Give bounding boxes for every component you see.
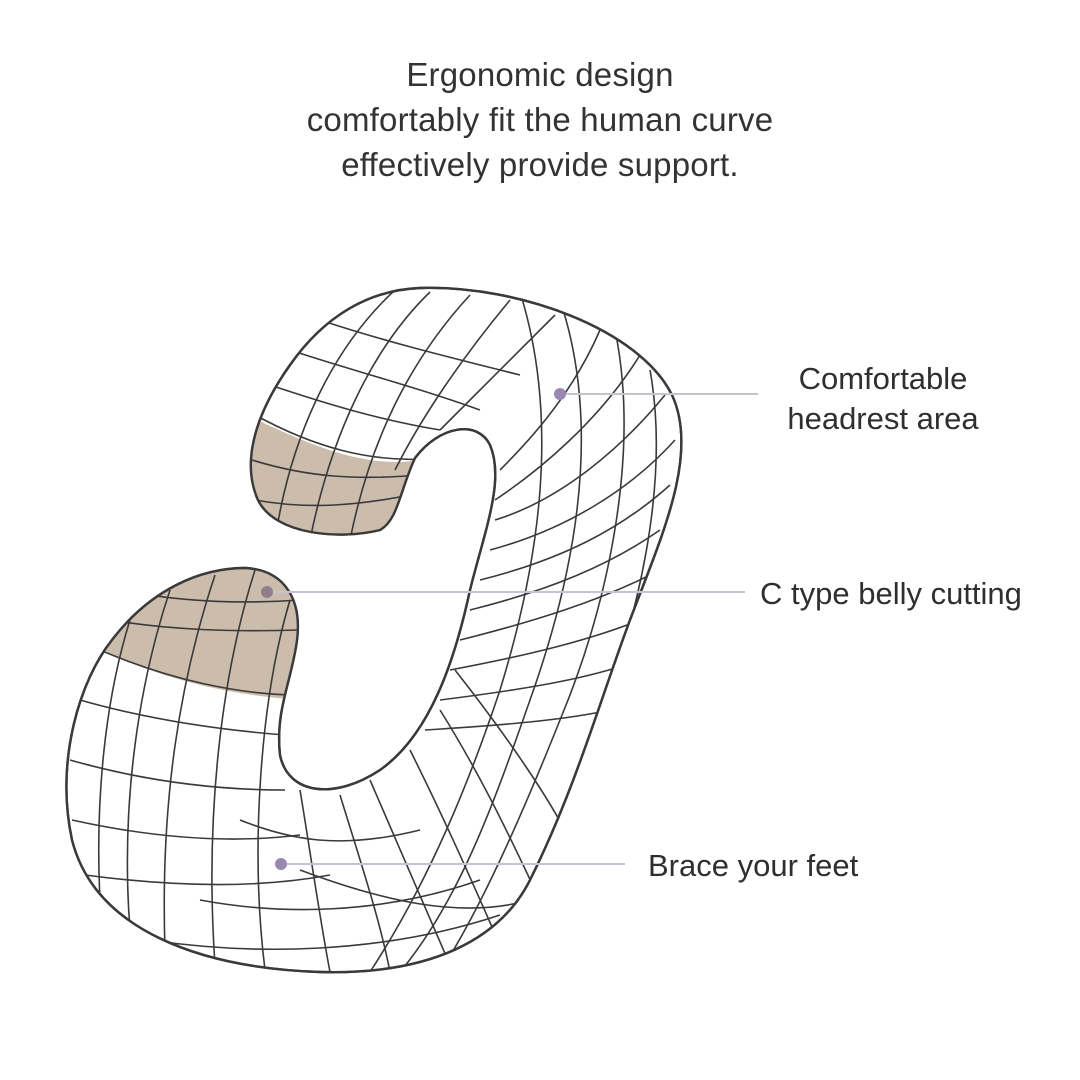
- belly-callout-dot: [261, 586, 273, 598]
- pillow-outline: [65, 286, 683, 974]
- headrest-callout-dot: [554, 388, 566, 400]
- headrest-callout-label: Comfortable headrest area: [770, 359, 996, 439]
- headline-line-1: Ergonomic design: [406, 56, 674, 93]
- headline: Ergonomic design comfortably fit the hum…: [0, 52, 1080, 187]
- upper-belly-accent: [240, 412, 420, 545]
- headrest-label-line-1: Comfortable: [798, 361, 968, 396]
- headline-line-2: comfortably fit the human curve: [306, 101, 774, 138]
- feet-callout-label: Brace your feet: [648, 848, 859, 883]
- headrest-label-line-2: headrest area: [787, 401, 979, 436]
- belly-callout-label: C type belly cutting: [760, 576, 1022, 611]
- headline-line-3: effectively provide support.: [341, 146, 739, 183]
- feet-callout-dot: [275, 858, 287, 870]
